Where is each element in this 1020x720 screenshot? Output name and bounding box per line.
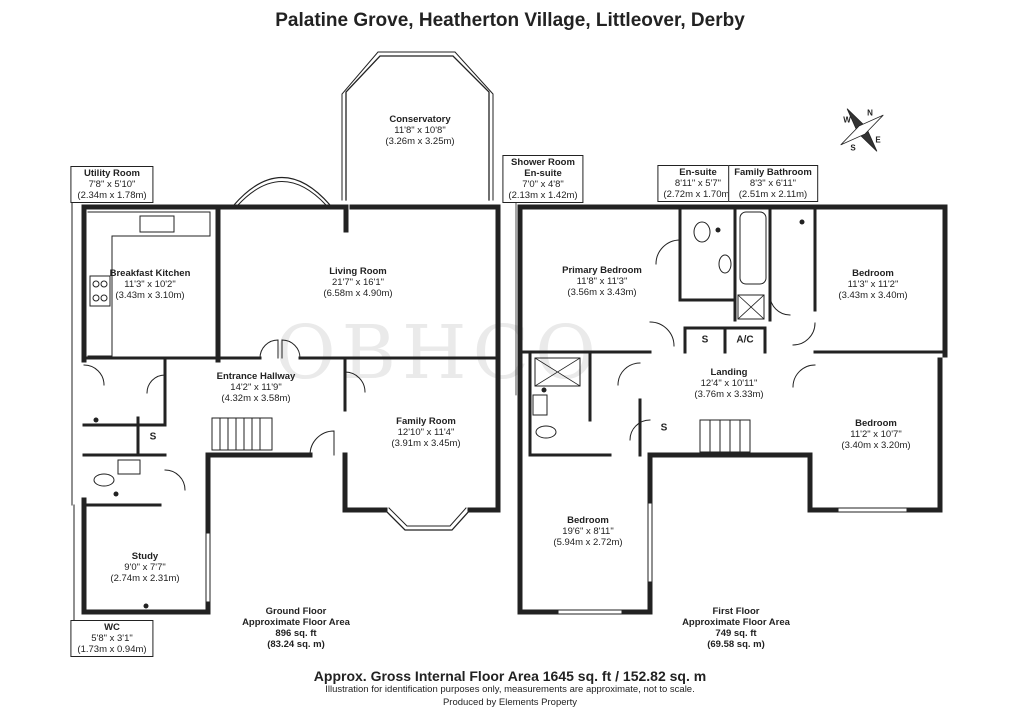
room-label-hallway: Entrance Hallway 14'2" x 11'9" (4.32m x …: [216, 371, 296, 404]
store-label-first: S: [701, 334, 709, 346]
family-room-bay: [384, 509, 471, 531]
page-title: Palatine Grove, Heatherton Village, Litt…: [275, 10, 745, 31]
compass-south: S: [850, 143, 856, 153]
producer-credit: Produced by Elements Property: [442, 697, 578, 708]
room-label-primary: Primary Bedroom 11'8" x 11'3" (3.56m x 3…: [562, 265, 642, 298]
airing-cupboard-label: A/C: [736, 334, 754, 346]
disclaimer: Illustration for identification purposes…: [325, 684, 695, 695]
compass-east: E: [875, 135, 881, 145]
ground-floor-area: Ground Floor Approximate Floor Area 896 …: [242, 606, 350, 650]
room-label-bathroom: Family Bathroom 8'3" x 6'11" (2.51m x 2.…: [728, 165, 818, 202]
room-label-kitchen: Breakfast Kitchen 11'3" x 10'2" (3.43m x…: [109, 268, 191, 301]
room-label-family: Family Room 12'10" x 11'4" (3.91m x 3.45…: [391, 416, 461, 449]
room-label-utility: Utility Room 7'8" x 5'10" (2.34m x 1.78m…: [70, 166, 154, 203]
gross-area: Approx. Gross Internal Floor Area 1645 s…: [313, 668, 707, 684]
room-label-living: Living Room 21'7" x 16'1" (6.58m x 4.90m…: [323, 266, 393, 299]
room-label-shower: Shower Room En-suite 7'0" x 4'8" (2.13m …: [502, 155, 584, 203]
room-label-wc: WC 5'8" x 3'1" (1.73m x 0.94m): [70, 620, 154, 657]
store-label-landing: S: [660, 422, 668, 434]
room-label-bedroom-ne: Bedroom 11'3" x 11'2" (3.43m x 3.40m): [838, 268, 908, 301]
conservatory-outline: [345, 55, 490, 201]
room-label-study: Study 9'0" x 7'7" (2.74m x 2.31m): [110, 551, 180, 584]
room-label-landing: Landing 12'4" x 10'11" (3.76m x 3.33m): [694, 367, 764, 400]
room-label-bedroom-e: Bedroom 11'2" x 10'7" (3.40m x 3.20m): [841, 418, 911, 451]
room-label-ensuite: En-suite 8'11" x 5'7" (2.72m x 1.70m): [657, 165, 739, 202]
first-floor-area: First Floor Approximate Floor Area 749 s…: [682, 606, 790, 650]
compass-north: N: [867, 108, 873, 118]
store-label-ground: S: [149, 431, 157, 443]
compass-west: W: [843, 115, 851, 125]
living-room-bay: [233, 176, 331, 206]
compass-rose: [840, 108, 884, 152]
room-label-conservatory: Conservatory 11'8" x 10'8" (3.26m x 3.25…: [385, 114, 455, 147]
room-label-bedroom-sw: Bedroom 19'6" x 8'11" (5.94m x 2.72m): [553, 515, 623, 548]
